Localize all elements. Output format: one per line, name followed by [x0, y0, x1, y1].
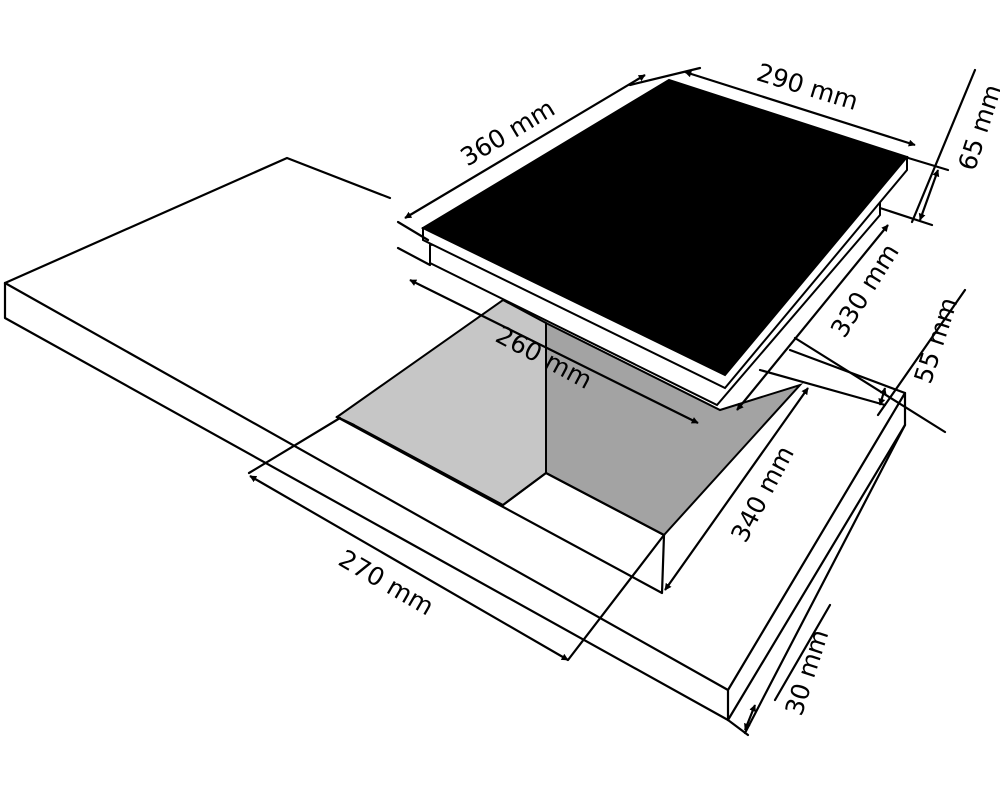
arrow-270 [249, 475, 569, 661]
arrow-290 [684, 70, 916, 147]
countertop-back-edge [3, 156, 392, 285]
arrow-360 [404, 74, 646, 219]
arrow-260 [409, 279, 699, 424]
label-built-in-depth: 55 mm [908, 294, 963, 387]
dimension-arrows [249, 70, 940, 731]
arrow-30 [743, 704, 757, 731]
arrow-65 [918, 169, 940, 221]
arrow-340 [664, 387, 809, 591]
arrow-330 [736, 224, 889, 411]
label-countertop-thickness: 30 mm [779, 626, 834, 719]
arrow-55 [878, 387, 887, 406]
label-cooktop-height: 65 mm [952, 81, 1000, 174]
label-cooktop-width: 290 mm [753, 58, 861, 116]
